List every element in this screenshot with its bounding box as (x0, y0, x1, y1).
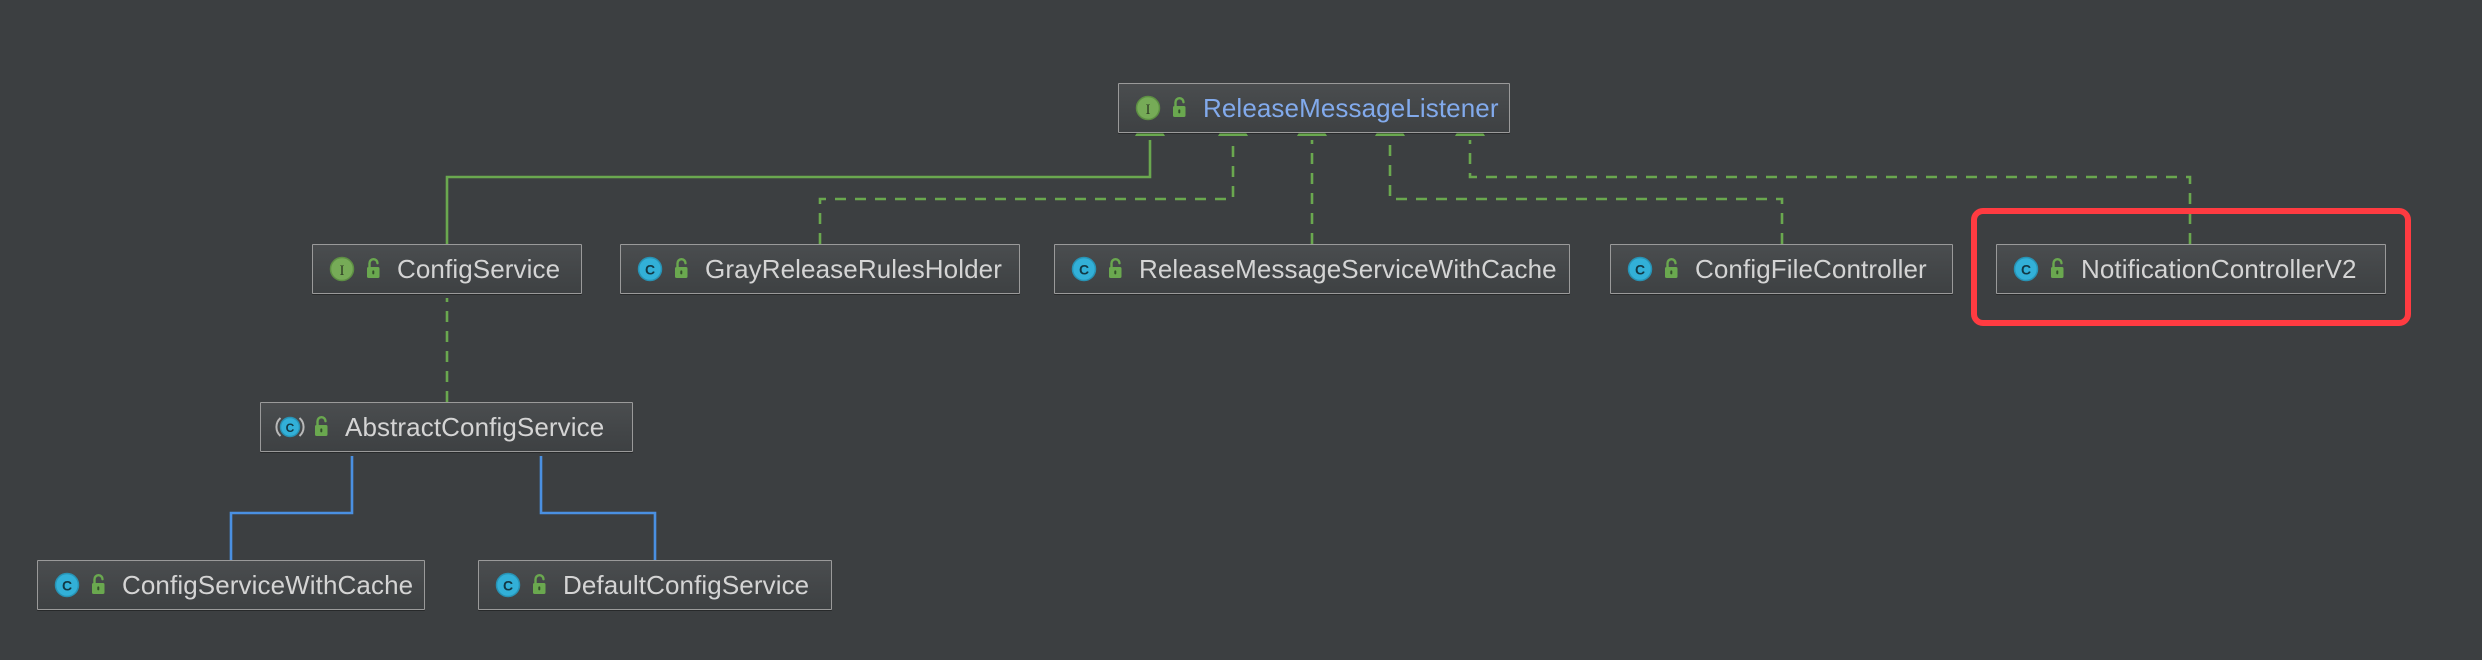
svg-text:C: C (1079, 262, 1089, 278)
unlocked-public-icon (1169, 95, 1191, 121)
svg-text:C: C (645, 262, 655, 278)
edge-ConfigService-to-ReleaseMessageListener (445, 140, 1152, 244)
class-node-label: AbstractConfigService (345, 411, 605, 442)
class-node-ConfigFileController[interactable]: C ConfigFileController (1610, 244, 1953, 294)
svg-text:C: C (503, 578, 513, 594)
class-node-label: ReleaseMessageServiceWithCache (1139, 253, 1557, 284)
class-node-AbstractConfigService[interactable]: C AbstractConfigService (260, 402, 633, 452)
unlocked-public-icon (529, 572, 551, 598)
edge-DefaultConfigService-to-AbstractConfigService (539, 456, 657, 560)
class-node-NotificationControllerV2[interactable]: C NotificationControllerV2 (1996, 244, 2386, 294)
unlocked-public-icon (671, 256, 693, 282)
class-node-label: DefaultConfigService (563, 569, 810, 600)
unlocked-public-icon (1661, 256, 1683, 282)
interface-icon: I (1133, 93, 1163, 123)
edge-ConfigServiceWithCache-to-AbstractConfigService (229, 456, 354, 560)
class-node-label: ReleaseMessageListener (1203, 92, 1499, 123)
class-node-label: ConfigServiceWithCache (122, 569, 414, 600)
svg-text:I: I (1146, 102, 1151, 118)
class-icon: C (493, 570, 523, 600)
class-icon: C (2011, 254, 2041, 284)
svg-text:C: C (2021, 262, 2031, 278)
class-icon: C (1625, 254, 1655, 284)
edge-ConfigFileController-to-ReleaseMessageListener (1388, 140, 1784, 244)
svg-text:C: C (1635, 262, 1645, 278)
unlocked-public-icon (311, 414, 333, 440)
class-icon: C (52, 570, 82, 600)
class-node-ReleaseMessageListener[interactable]: I ReleaseMessageListener (1118, 83, 1510, 133)
class-node-label: ConfigFileController (1695, 253, 1927, 284)
class-node-GrayReleaseRulesHolder[interactable]: C GrayReleaseRulesHolder (620, 244, 1020, 294)
class-icon: C (1069, 254, 1099, 284)
unlocked-public-icon (88, 572, 110, 598)
svg-text:C: C (286, 421, 295, 435)
edge-NotificationControllerV2-to-ReleaseMessageListener (1468, 140, 2192, 244)
class-node-label: ConfigService (397, 253, 561, 284)
svg-text:C: C (62, 578, 72, 594)
class-node-label: NotificationControllerV2 (2081, 253, 2357, 284)
edge-GrayReleaseRulesHolder-to-ReleaseMessageListener (818, 140, 1235, 244)
svg-text:I: I (340, 263, 345, 279)
class-node-DefaultConfigService[interactable]: C DefaultConfigService (478, 560, 832, 610)
class-node-label: GrayReleaseRulesHolder (705, 253, 1002, 284)
class-icon: C (635, 254, 665, 284)
abstract-class-icon: C (275, 412, 305, 442)
unlocked-public-icon (1105, 256, 1127, 282)
unlocked-public-icon (363, 256, 385, 282)
class-node-ReleaseMessageServiceWithCache[interactable]: C ReleaseMessageServiceWithCache (1054, 244, 1570, 294)
class-node-ConfigServiceWithCache[interactable]: C ConfigServiceWithCache (37, 560, 425, 610)
class-node-ConfigService[interactable]: I ConfigService (312, 244, 582, 294)
interface-icon: I (327, 254, 357, 284)
unlocked-public-icon (2047, 256, 2069, 282)
